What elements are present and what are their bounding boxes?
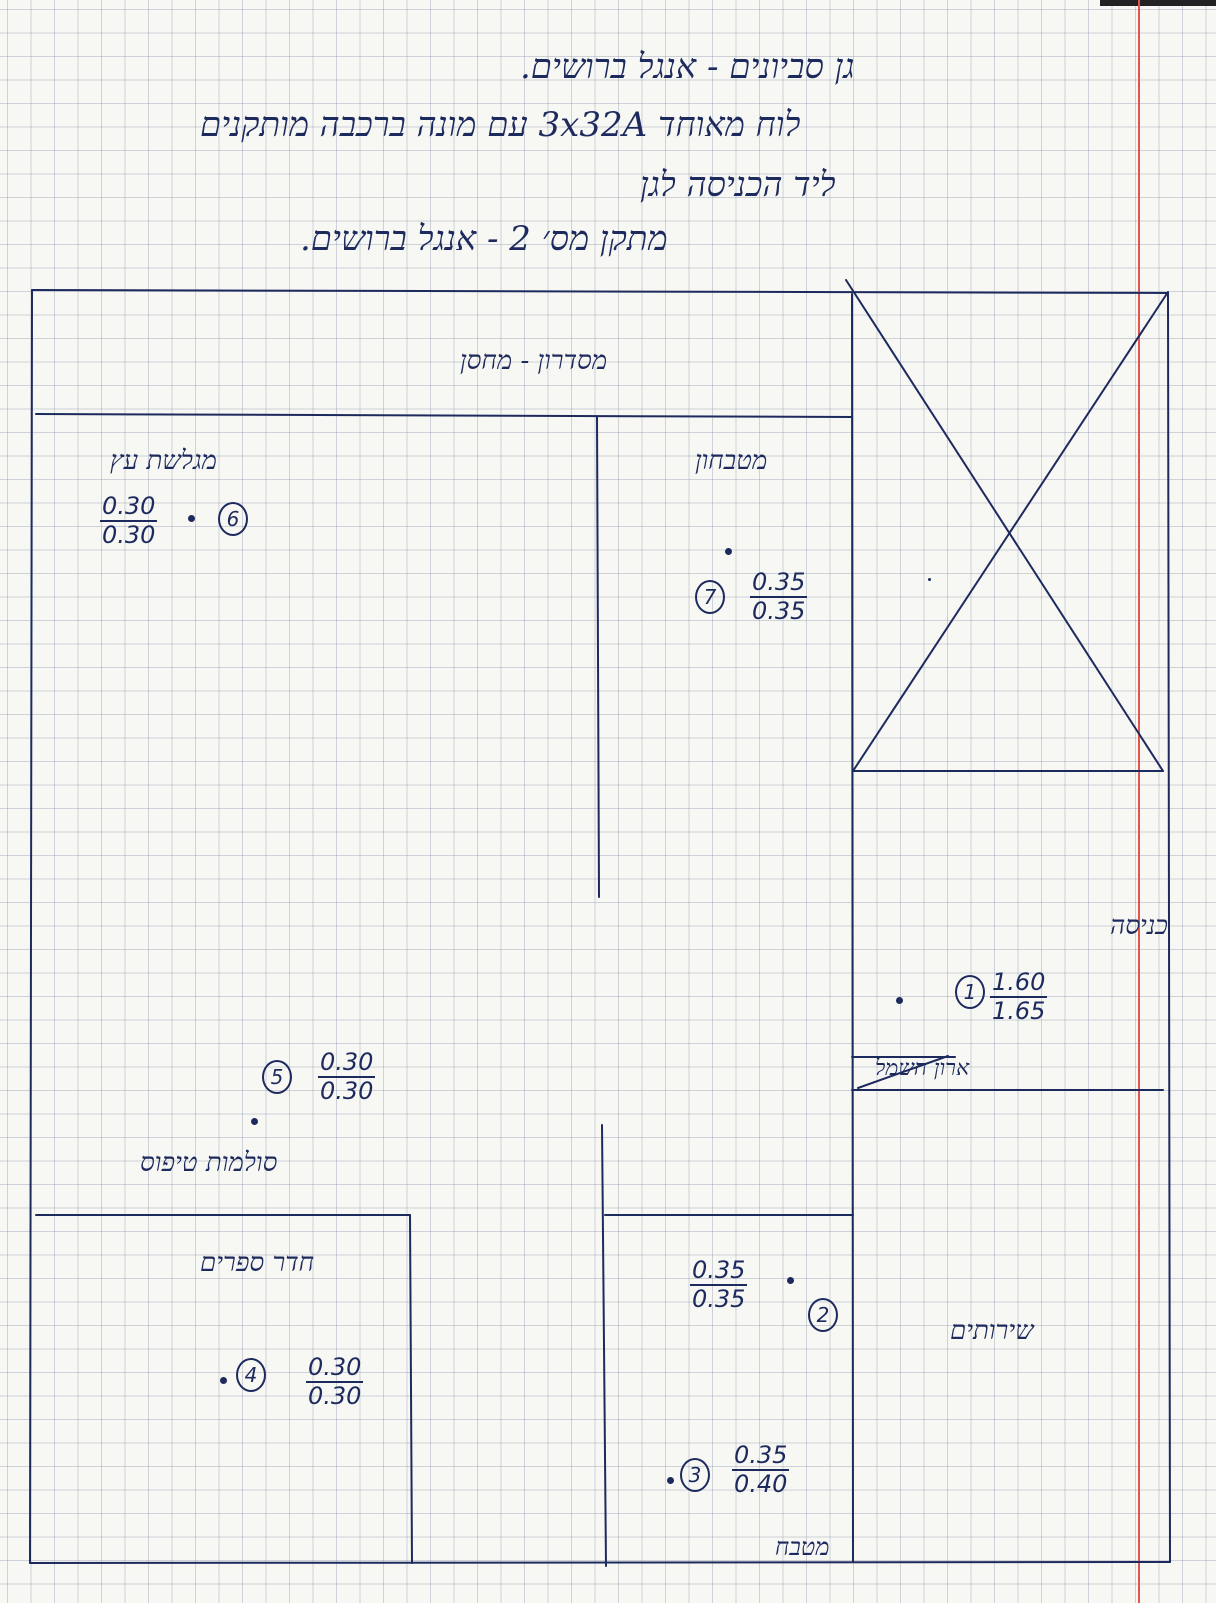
point-7-reading: 0.35 0.35 (750, 569, 808, 626)
point-6-reading: 0.30 0.30 (100, 493, 158, 550)
header-location: ליד הכניסה לגן (640, 165, 836, 205)
point-6-dot (188, 515, 195, 522)
point-7-bottom: 0.35 (752, 597, 806, 626)
outer-wall-left (29, 289, 33, 1564)
point-4-bottom: 0.30 (308, 1382, 362, 1411)
point-4-reading: 0.30 0.30 (306, 1354, 364, 1411)
point-2-bottom: 0.35 (692, 1285, 746, 1314)
corridor-bottom-wall (35, 413, 853, 418)
point-3-id: 3 (680, 1458, 710, 1492)
room-label-multi-purpose: מגלשת עץ (110, 446, 217, 476)
void-cross-a (845, 279, 1164, 772)
point-7-id: 7 (695, 580, 725, 614)
point-1-dot (896, 997, 903, 1004)
outer-wall-top (31, 289, 1169, 294)
point-4-id: 4 (236, 1358, 266, 1392)
point-7-dot (725, 548, 732, 555)
void-cross-b (852, 291, 1169, 772)
room-label-toilets: שירותים (950, 1316, 1034, 1346)
point-4-top: 0.30 (306, 1354, 364, 1384)
point-6-bottom: 0.30 (102, 521, 156, 550)
room-label-sleep-room: חדר ספרים (200, 1248, 315, 1278)
point-6-id: 6 (218, 502, 248, 536)
room-label-cabinet: ארון חשמל (875, 1056, 970, 1081)
point-5-reading: 0.30 0.30 (318, 1049, 376, 1106)
point-3-reading: 0.35 0.40 (732, 1442, 790, 1499)
point-2-dot (787, 1277, 794, 1284)
point-1-id: 1 (955, 975, 985, 1009)
point-2-id: 2 (808, 1298, 838, 1332)
paper-top-edge (1100, 0, 1216, 6)
point-1-top: 1.60 (990, 969, 1048, 999)
point-3-dot (667, 1477, 674, 1484)
stray-mark (928, 578, 931, 581)
point-1-reading: 1.60 1.65 (990, 969, 1048, 1026)
lower-center-wall (601, 1124, 607, 1567)
point-2-top: 0.35 (690, 1257, 748, 1287)
room-label-kitchen: מטבח (775, 1533, 830, 1561)
point-5-id: 5 (262, 1060, 292, 1094)
header-panel-description: לוח מאוחד 3x32A עם מונה ברכבה מותקנים (200, 105, 801, 145)
room-label-play-corner: סולמות טיפוס (140, 1148, 278, 1178)
point-3-bottom: 0.40 (734, 1470, 788, 1499)
room-label-kitchenette: מטבחון (695, 446, 768, 476)
header-title: גן סביונים - אנגל ברושים. (520, 47, 855, 87)
right-column-wall (851, 293, 854, 1563)
point-3-top: 0.35 (732, 1442, 790, 1472)
notebook-margin-line (1138, 0, 1140, 1603)
cabinet-diagonal (857, 1055, 949, 1089)
point-5-dot (251, 1118, 258, 1125)
room-label-storage: מסדרון - מחסן (460, 346, 608, 376)
point-7-top: 0.35 (750, 569, 808, 599)
point-2-reading: 0.35 0.35 (690, 1257, 748, 1314)
sleep-room-right (409, 1214, 413, 1564)
kitchenette-left-wall (596, 416, 600, 898)
point-5-bottom: 0.30 (320, 1077, 374, 1106)
point-4-dot (220, 1377, 227, 1384)
room-label-entrance: כניסה (1110, 911, 1169, 941)
header-installation: מתקן מס׳ 2 - אנגל ברושים. (300, 219, 668, 259)
outer-wall-right (1167, 292, 1171, 1563)
point-5-top: 0.30 (318, 1049, 376, 1079)
outer-wall-bottom (29, 1561, 1171, 1564)
point-6-top: 0.30 (100, 493, 158, 523)
point-1-bottom: 1.65 (992, 997, 1046, 1026)
